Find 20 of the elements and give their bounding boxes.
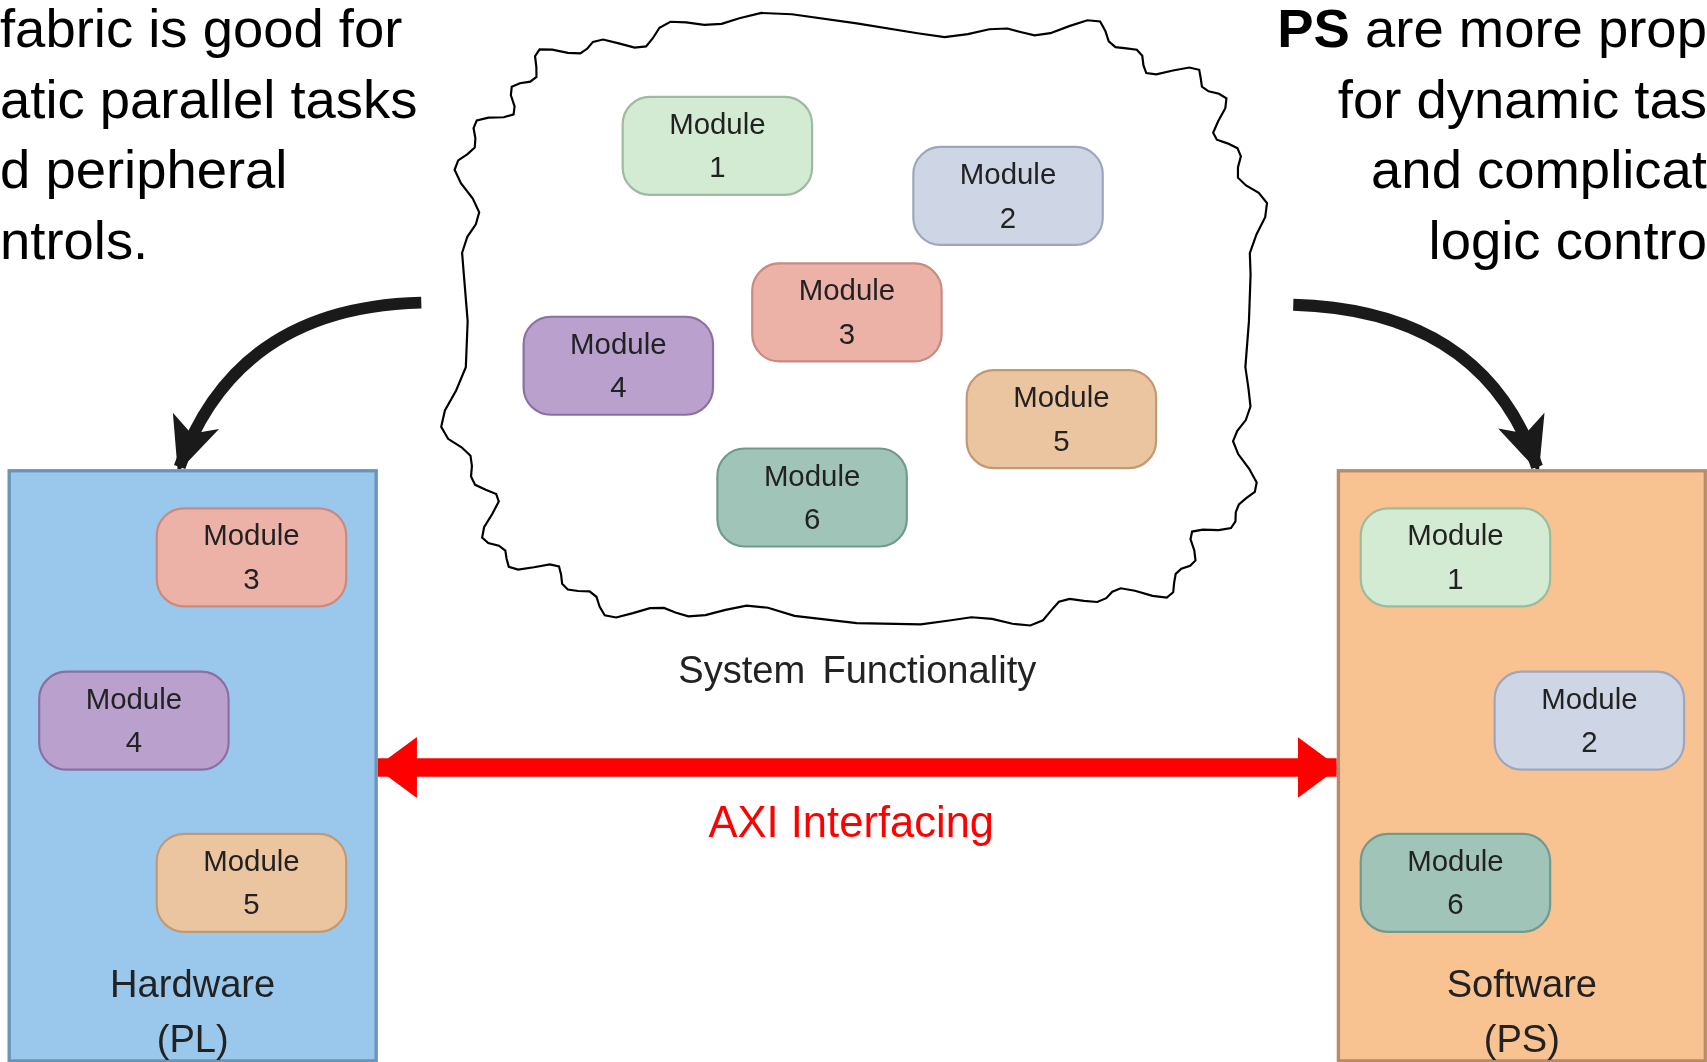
panel-box xyxy=(1336,469,1707,1062)
module-box: Module 4 xyxy=(522,315,715,416)
module-box: Module 2 xyxy=(1493,670,1686,771)
module-box: Module 1 xyxy=(1359,507,1552,608)
panel-box xyxy=(7,469,378,1062)
module-box: Module 2 xyxy=(912,145,1104,246)
module-box: Module 6 xyxy=(1359,832,1552,933)
module-box: Module 4 xyxy=(38,670,230,771)
panel-title: Hardware (PL) xyxy=(109,961,277,1062)
module-box: Module 6 xyxy=(716,447,908,548)
cloud-caption: System Functionality xyxy=(677,646,1038,693)
note-text: fabric is good for atic parallel tasks d peripheral ntrols. xyxy=(0,0,419,274)
edge-label: AXI Interfacing xyxy=(707,796,996,848)
panel-title: Software (PS) xyxy=(1445,961,1599,1062)
module-box: Module 3 xyxy=(155,507,348,608)
module-box: Module 5 xyxy=(155,832,348,933)
module-box: Module 5 xyxy=(965,369,1158,470)
note-text: PS are more prop for dynamic tas and complicat logic contro xyxy=(1276,0,1707,274)
module-box: Module 3 xyxy=(751,262,943,363)
module-box: Module 1 xyxy=(621,95,814,196)
